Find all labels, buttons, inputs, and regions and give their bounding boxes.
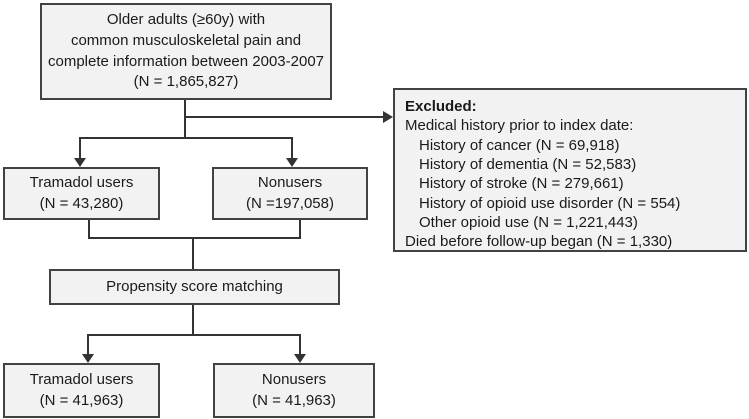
connector-merge-horizontal — [88, 237, 301, 239]
excluded-box: Excluded: Medical history prior to index… — [393, 88, 747, 252]
connector-merge-left — [88, 220, 90, 238]
propensity-score-matching-box: Propensity score matching — [49, 269, 340, 305]
tramadol-prematch-count: (N = 43,280) — [39, 194, 124, 212]
tramadol-users-box-matched: Tramadol users (N = 41,963) — [3, 363, 160, 418]
tramadol-matched-label: Tramadol users — [29, 370, 134, 388]
excluded-item-opioid-disorder: History of opioid use disorder (N = 554) — [419, 194, 681, 212]
tramadol-users-box-prematch: Tramadol users (N = 43,280) — [3, 167, 160, 220]
arrowhead-nonusers-matched-icon — [294, 354, 306, 363]
excluded-item-cancer: History of cancer (N = 69,918) — [419, 136, 620, 154]
connector-psm-stem — [192, 305, 194, 335]
connector-to-excluded — [184, 116, 383, 118]
excluded-title: Excluded: — [405, 98, 477, 115]
tramadol-prematch-label: Tramadol users — [29, 173, 134, 191]
eligible-line-2: common musculoskeletal pain and — [70, 31, 302, 49]
nonusers-box-prematch: Nonusers (N =197,058) — [212, 167, 368, 220]
arrowhead-nonusers-prematch-icon — [286, 158, 298, 167]
eligible-line-4: (N = 1,865,827) — [133, 73, 239, 91]
eligible-population-box: Older adults (≥60y) with common musculos… — [40, 3, 332, 100]
excluded-item-dementia: History of dementia (N = 52,583) — [419, 156, 637, 174]
arrowhead-tramadol-matched-icon — [82, 354, 94, 363]
connector-merge-stem — [192, 237, 194, 269]
connector-split2-horizontal — [87, 334, 301, 336]
nonusers-box-matched: Nonusers (N = 41,963) — [213, 363, 375, 418]
nonusers-prematch-label: Nonusers — [257, 173, 323, 191]
psm-label: Propensity score matching — [106, 277, 283, 295]
connector-split1-left — [79, 137, 81, 159]
excluded-subtitle: Medical history prior to index date: — [405, 117, 634, 135]
nonusers-matched-label: Nonusers — [261, 370, 327, 388]
tramadol-matched-count: (N = 41,963) — [39, 391, 124, 409]
connector-split2-right — [299, 334, 301, 355]
excluded-item-stroke: History of stroke (N = 279,661) — [419, 175, 624, 193]
connector-split1-horizontal — [79, 137, 293, 139]
nonusers-matched-count: (N = 41,963) — [252, 391, 336, 409]
connector-split1-right — [291, 137, 293, 159]
connector-split2-left — [87, 334, 89, 355]
connector-top-stem — [184, 100, 186, 138]
arrowhead-tramadol-prematch-icon — [74, 158, 86, 167]
eligible-line-1: Older adults (≥60y) with — [106, 11, 266, 29]
eligible-line-3: complete information between 2003-2007 — [47, 52, 324, 70]
nonusers-prematch-count: (N =197,058) — [246, 194, 334, 212]
excluded-item-other-opioid: Other opioid use (N = 1,221,443) — [419, 214, 638, 232]
arrowhead-excluded-icon — [383, 111, 393, 123]
connector-merge-right — [299, 220, 301, 238]
excluded-footer-died: Died before follow-up began (N = 1,330) — [405, 233, 673, 251]
